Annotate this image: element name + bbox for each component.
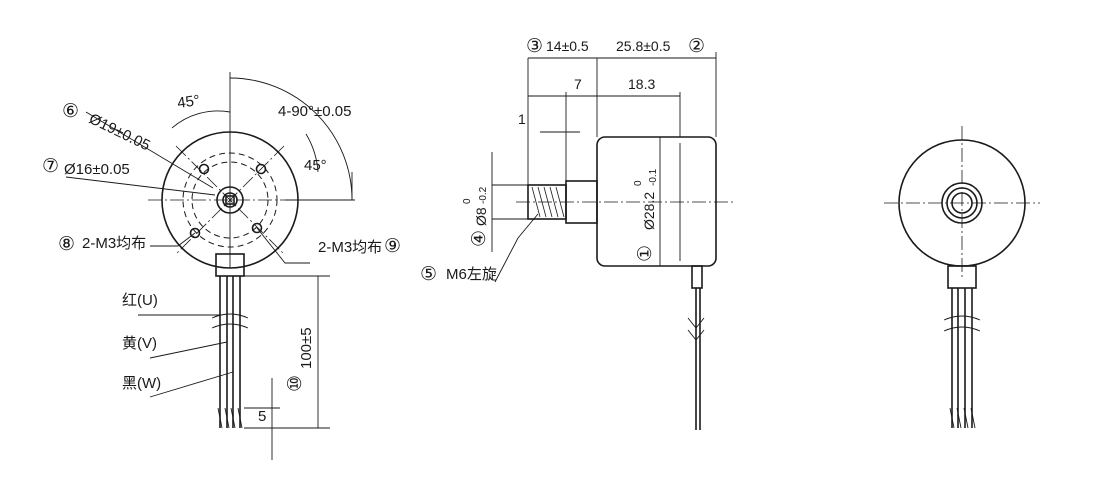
leader-8 — [150, 232, 196, 247]
rear-view — [884, 126, 1040, 429]
label-4x90: 4-90°±0.05 — [278, 103, 351, 120]
label-phi28: Ø28.2 — [641, 192, 657, 230]
wire-break-2 — [211, 323, 249, 329]
callout-2: ② — [688, 35, 705, 57]
side-view-labels: ③ 14±0.5 25.8±0.5 ② 7 18.3 1 Ø8 0 -0.2 ④… — [420, 35, 705, 285]
label-dim-14: 14±0.5 — [546, 38, 589, 54]
callout-4: ④ — [468, 230, 490, 247]
side-cable-exit — [691, 265, 703, 289]
angle-45-right-arc — [305, 133, 319, 173]
side-wire-break — [687, 317, 705, 341]
label-45-top: 45° — [176, 92, 201, 112]
callout-6: ⑥ — [62, 100, 79, 122]
label-dim-5: 5 — [258, 408, 266, 425]
front-hole-lower-right — [251, 222, 263, 234]
leader-7 — [65, 176, 216, 196]
label-phi28-lower: -0.1 — [648, 168, 659, 186]
leader-5 — [494, 213, 539, 283]
callout-8: ⑧ — [58, 233, 75, 255]
leader-9 — [256, 227, 310, 264]
front-cable-exit — [215, 253, 245, 277]
callout-1: ① — [634, 245, 656, 262]
label-dim-18-3: 18.3 — [628, 76, 655, 92]
label-dim-7: 7 — [574, 76, 582, 92]
leader-wire-black — [149, 371, 234, 398]
label-dim-1: 1 — [518, 111, 526, 127]
label-m3-right: 2-M3均布 — [318, 239, 382, 256]
leader-6 — [85, 111, 214, 189]
rear-cable-exit — [947, 265, 977, 289]
wire-break-1 — [211, 313, 249, 319]
wire-stripped-ends — [217, 407, 243, 429]
label-m3-left: 2-M3均布 — [82, 235, 146, 252]
label-wire-yellow: 黄(V) — [122, 335, 157, 352]
label-dim-25-8: 25.8±0.5 — [616, 38, 671, 54]
label-phi8: Ø8 — [473, 207, 489, 226]
callout-3: ③ — [526, 35, 543, 57]
label-phi28-upper: 0 — [633, 180, 644, 186]
front-hole-lower-left — [189, 227, 201, 239]
side-view — [491, 52, 736, 430]
label-thread: M6左旋 — [446, 266, 497, 283]
label-phi8-upper: 0 — [462, 198, 473, 204]
label-45-right: 45° — [304, 157, 327, 174]
label-phi8-lower: -0.2 — [478, 186, 489, 204]
angle-4x90-arc — [229, 77, 353, 201]
label-dim-100: 100±5 — [298, 327, 315, 369]
rear-stripped-ends — [949, 407, 976, 429]
rear-wire-break — [943, 315, 981, 332]
callout-5: ⑤ — [420, 263, 437, 285]
label-wire-red: 红(U) — [122, 292, 158, 309]
front-view — [65, 72, 355, 460]
front-diag2-centerline — [175, 145, 285, 255]
leader-wire-yellow — [149, 341, 228, 359]
front-hole-upper-right — [255, 163, 267, 175]
callout-7: ⑦ — [42, 155, 59, 177]
callout-9: ⑨ — [384, 235, 401, 257]
angle-45-top-arc — [171, 110, 231, 129]
label-phi19: Ø19±0.05 — [86, 110, 153, 154]
label-wire-black: 黑(W) — [122, 375, 161, 392]
label-phi16: Ø16±0.05 — [64, 161, 130, 178]
callout-10: ⑩ — [284, 375, 306, 392]
